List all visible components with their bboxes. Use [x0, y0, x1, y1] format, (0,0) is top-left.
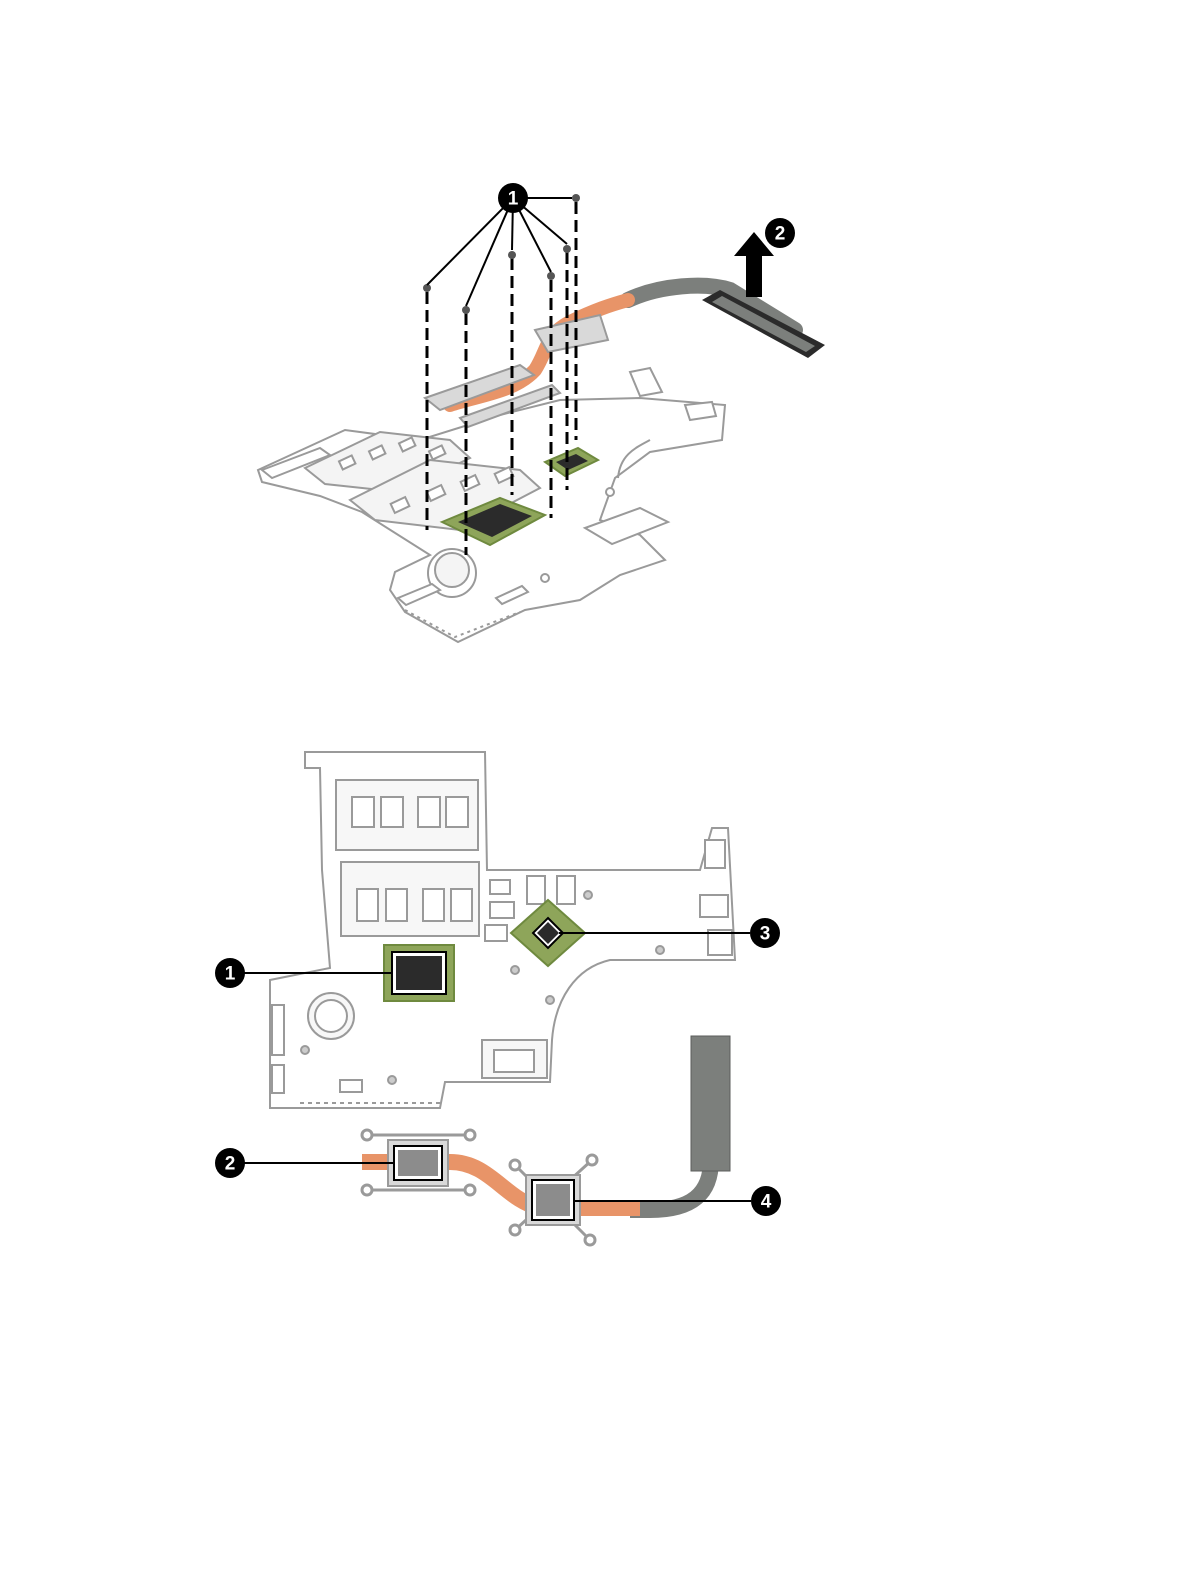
- screws: [423, 194, 580, 314]
- svg-text:2: 2: [775, 224, 786, 245]
- fig1-callout-2: 2: [765, 218, 795, 248]
- fig2-callout-2: 2: [215, 1148, 245, 1178]
- figure-heat-sink-removal: 1 2: [258, 183, 825, 642]
- cpu-thermal-area: [384, 945, 454, 1001]
- fig2-callout-1: 1: [215, 958, 245, 988]
- figure-thermal-pad-locations: 1 2 3 4: [215, 752, 781, 1245]
- fig2-callout-3: 3: [750, 918, 780, 948]
- svg-text:4: 4: [761, 1192, 772, 1213]
- fig2-callout-4: 4: [751, 1186, 781, 1216]
- system-board-top: [270, 752, 735, 1108]
- svg-text:1: 1: [508, 189, 519, 210]
- svg-text:2: 2: [225, 1154, 236, 1175]
- svg-text:1: 1: [225, 964, 236, 985]
- svg-text:3: 3: [760, 924, 771, 945]
- fig1-callout-1: 1: [498, 183, 528, 213]
